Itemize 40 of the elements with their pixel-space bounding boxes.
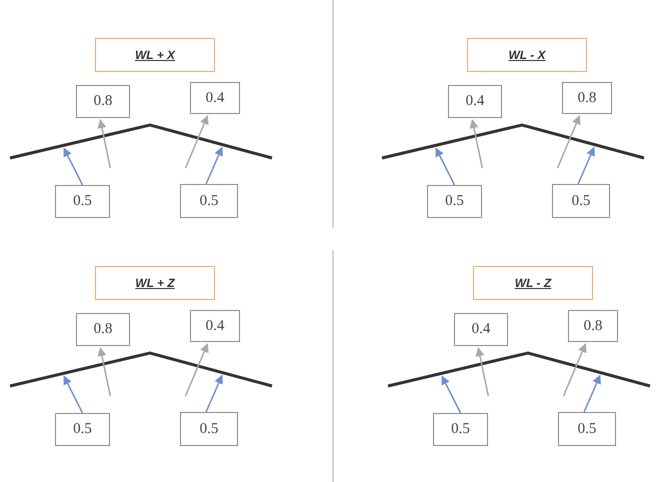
value-box: 0.5 [180, 412, 238, 446]
value-box: 0.5 [180, 184, 238, 218]
arrow [583, 374, 601, 412]
value-box: 0.8 [76, 85, 130, 118]
value-box: 0.4 [190, 310, 240, 342]
arrow [205, 146, 223, 184]
ridge-line [382, 123, 644, 160]
value-box: 0.5 [433, 413, 488, 446]
arrow [441, 375, 462, 414]
arrow [556, 115, 580, 168]
arrow [205, 374, 223, 412]
arrow [562, 343, 586, 396]
value-box: 0.5 [558, 412, 616, 446]
arrow [476, 347, 490, 396]
value-box: 0.5 [55, 413, 110, 446]
title-box: WL + X [95, 38, 215, 72]
arrow [63, 375, 84, 414]
ridge-line [388, 351, 650, 388]
title-box: WL - Z [473, 266, 593, 300]
value-box: 0.5 [552, 184, 610, 218]
arrow [435, 147, 456, 186]
arrow [63, 147, 84, 186]
ridge-line [10, 123, 272, 160]
ridge-line [10, 351, 272, 388]
value-box: 0.4 [190, 82, 240, 114]
title-box: WL + Z [95, 266, 215, 300]
arrow [184, 115, 208, 168]
arrow [98, 347, 112, 396]
value-box: 0.5 [55, 185, 110, 218]
title-box: WL - X [467, 38, 587, 72]
arrow [98, 119, 112, 168]
value-box: 0.8 [76, 313, 130, 346]
value-box: 0.8 [568, 310, 618, 342]
value-box: 0.4 [454, 313, 508, 346]
value-box: 0.4 [448, 85, 502, 118]
arrow [470, 119, 484, 168]
arrow [184, 343, 208, 396]
value-box: 0.8 [562, 82, 612, 114]
value-box: 0.5 [427, 185, 482, 218]
arrow [577, 146, 595, 184]
